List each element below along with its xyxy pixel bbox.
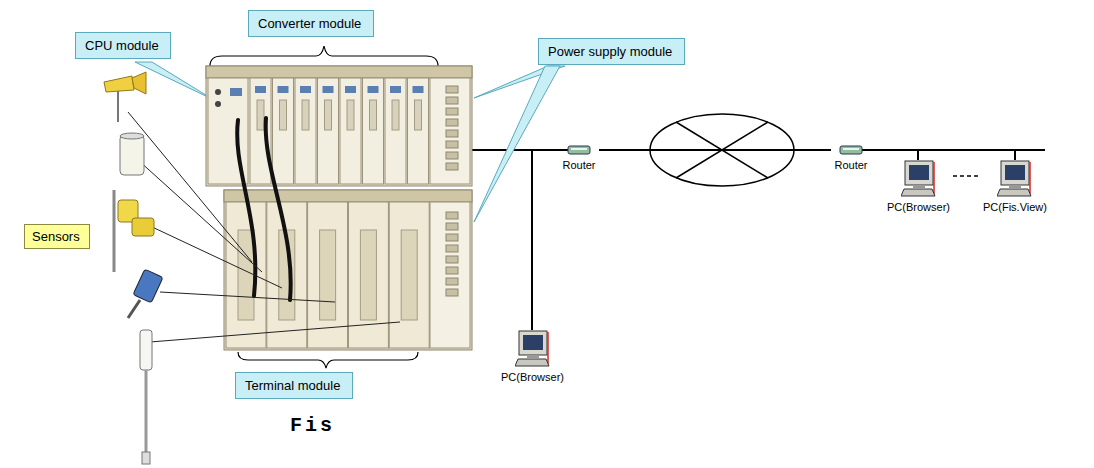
sensor-label: Sensors [24,224,90,249]
pole-sensor [114,190,154,272]
pc-station: PC(Browser) [886,160,951,213]
router: Router [561,145,597,171]
probe-sensor [140,330,152,464]
pc-station: PC(Browser) [500,330,565,383]
handheld-sensor [128,269,163,318]
rain-gauge [120,133,144,175]
device-label: PC(Browser) [500,371,565,383]
pc-icon [997,160,1033,198]
pc-icon [901,160,937,198]
network-link [599,149,831,151]
callout-box: CPU module [75,32,171,59]
cable [237,118,291,300]
callout-box: Power supply module [538,38,685,65]
device-label: Router [833,159,869,171]
sensor-wire [128,112,400,342]
device-label: PC(Browser) [886,201,951,213]
plc-rack [206,66,472,186]
callout-text: Converter module [258,16,364,31]
callout-box: Terminal module [235,372,353,399]
router-icon [567,145,591,155]
network-link [953,175,980,177]
pc-station: PC(Fis.View) [982,160,1048,213]
anemometer [104,72,146,122]
pc-icon [515,330,551,368]
callout-box: Converter module [248,10,374,37]
router-icon [839,145,863,155]
callout-text: Terminal module [245,378,343,393]
callout-text: CPU module [85,38,161,53]
device-label: Router [561,159,597,171]
router: Router [833,145,869,171]
callout-text: Sensors [32,229,82,244]
device-label: PC(Fis.View) [982,201,1048,213]
callout-text: Power supply module [548,44,675,59]
figure-title: Fis [290,414,335,437]
